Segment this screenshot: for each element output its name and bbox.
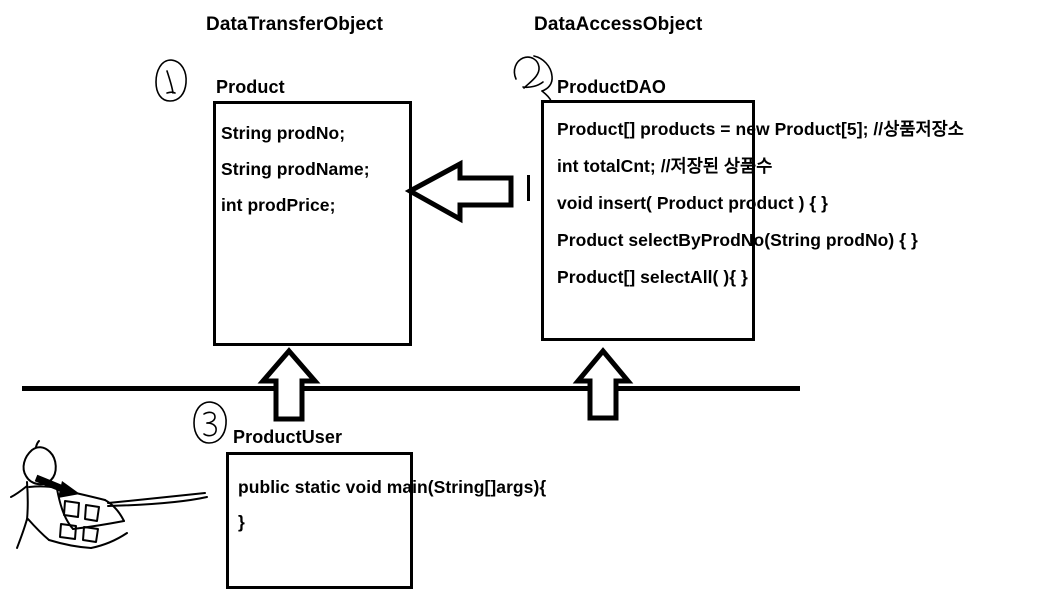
dao-to-dto-arrow bbox=[404, 159, 514, 224]
user-to-dto-arrow bbox=[257, 347, 321, 422]
circled-number-3 bbox=[193, 401, 227, 444]
code-line-product-dao-3: Product selectByProdNo(String prodNo) { … bbox=[557, 230, 918, 250]
code-line-product-user-0: public static void main(String[]args){ bbox=[238, 477, 547, 497]
group-title-data-transfer-object: DataTransferObject bbox=[206, 14, 384, 35]
code-line-product-2: int prodPrice; bbox=[221, 195, 336, 215]
code-line-product-dao-1: int totalCnt; //저장된 상품수 bbox=[557, 156, 773, 176]
class-title-product: Product bbox=[216, 77, 285, 97]
class-box-product-user[interactable] bbox=[226, 452, 413, 589]
stick-figure-at-computer bbox=[10, 440, 208, 549]
code-line-product-dao-2: void insert( Product product ) { } bbox=[557, 193, 829, 213]
class-title-product-user: ProductUser bbox=[233, 427, 343, 447]
code-line-product-dao-0: Product[] products = new Product[5]; //상… bbox=[557, 119, 964, 139]
class-title-product-dao: ProductDAO bbox=[557, 77, 666, 97]
tick-mark bbox=[527, 175, 530, 201]
class-box-product-dao[interactable] bbox=[541, 100, 755, 341]
user-to-dao-arrow bbox=[572, 347, 634, 421]
circled-number-2 bbox=[513, 55, 553, 102]
code-line-product-user-1: } bbox=[238, 512, 245, 532]
code-line-product-0: String prodNo; bbox=[221, 123, 346, 143]
circled-number-1 bbox=[155, 59, 187, 102]
code-line-product-1: String prodName; bbox=[221, 159, 370, 179]
code-line-product-dao-4: Product[] selectAll( ){ } bbox=[557, 267, 748, 287]
group-title-data-access-object: DataAccessObject bbox=[534, 14, 703, 35]
class-box-product[interactable] bbox=[213, 101, 412, 346]
boundary-line bbox=[22, 386, 800, 391]
